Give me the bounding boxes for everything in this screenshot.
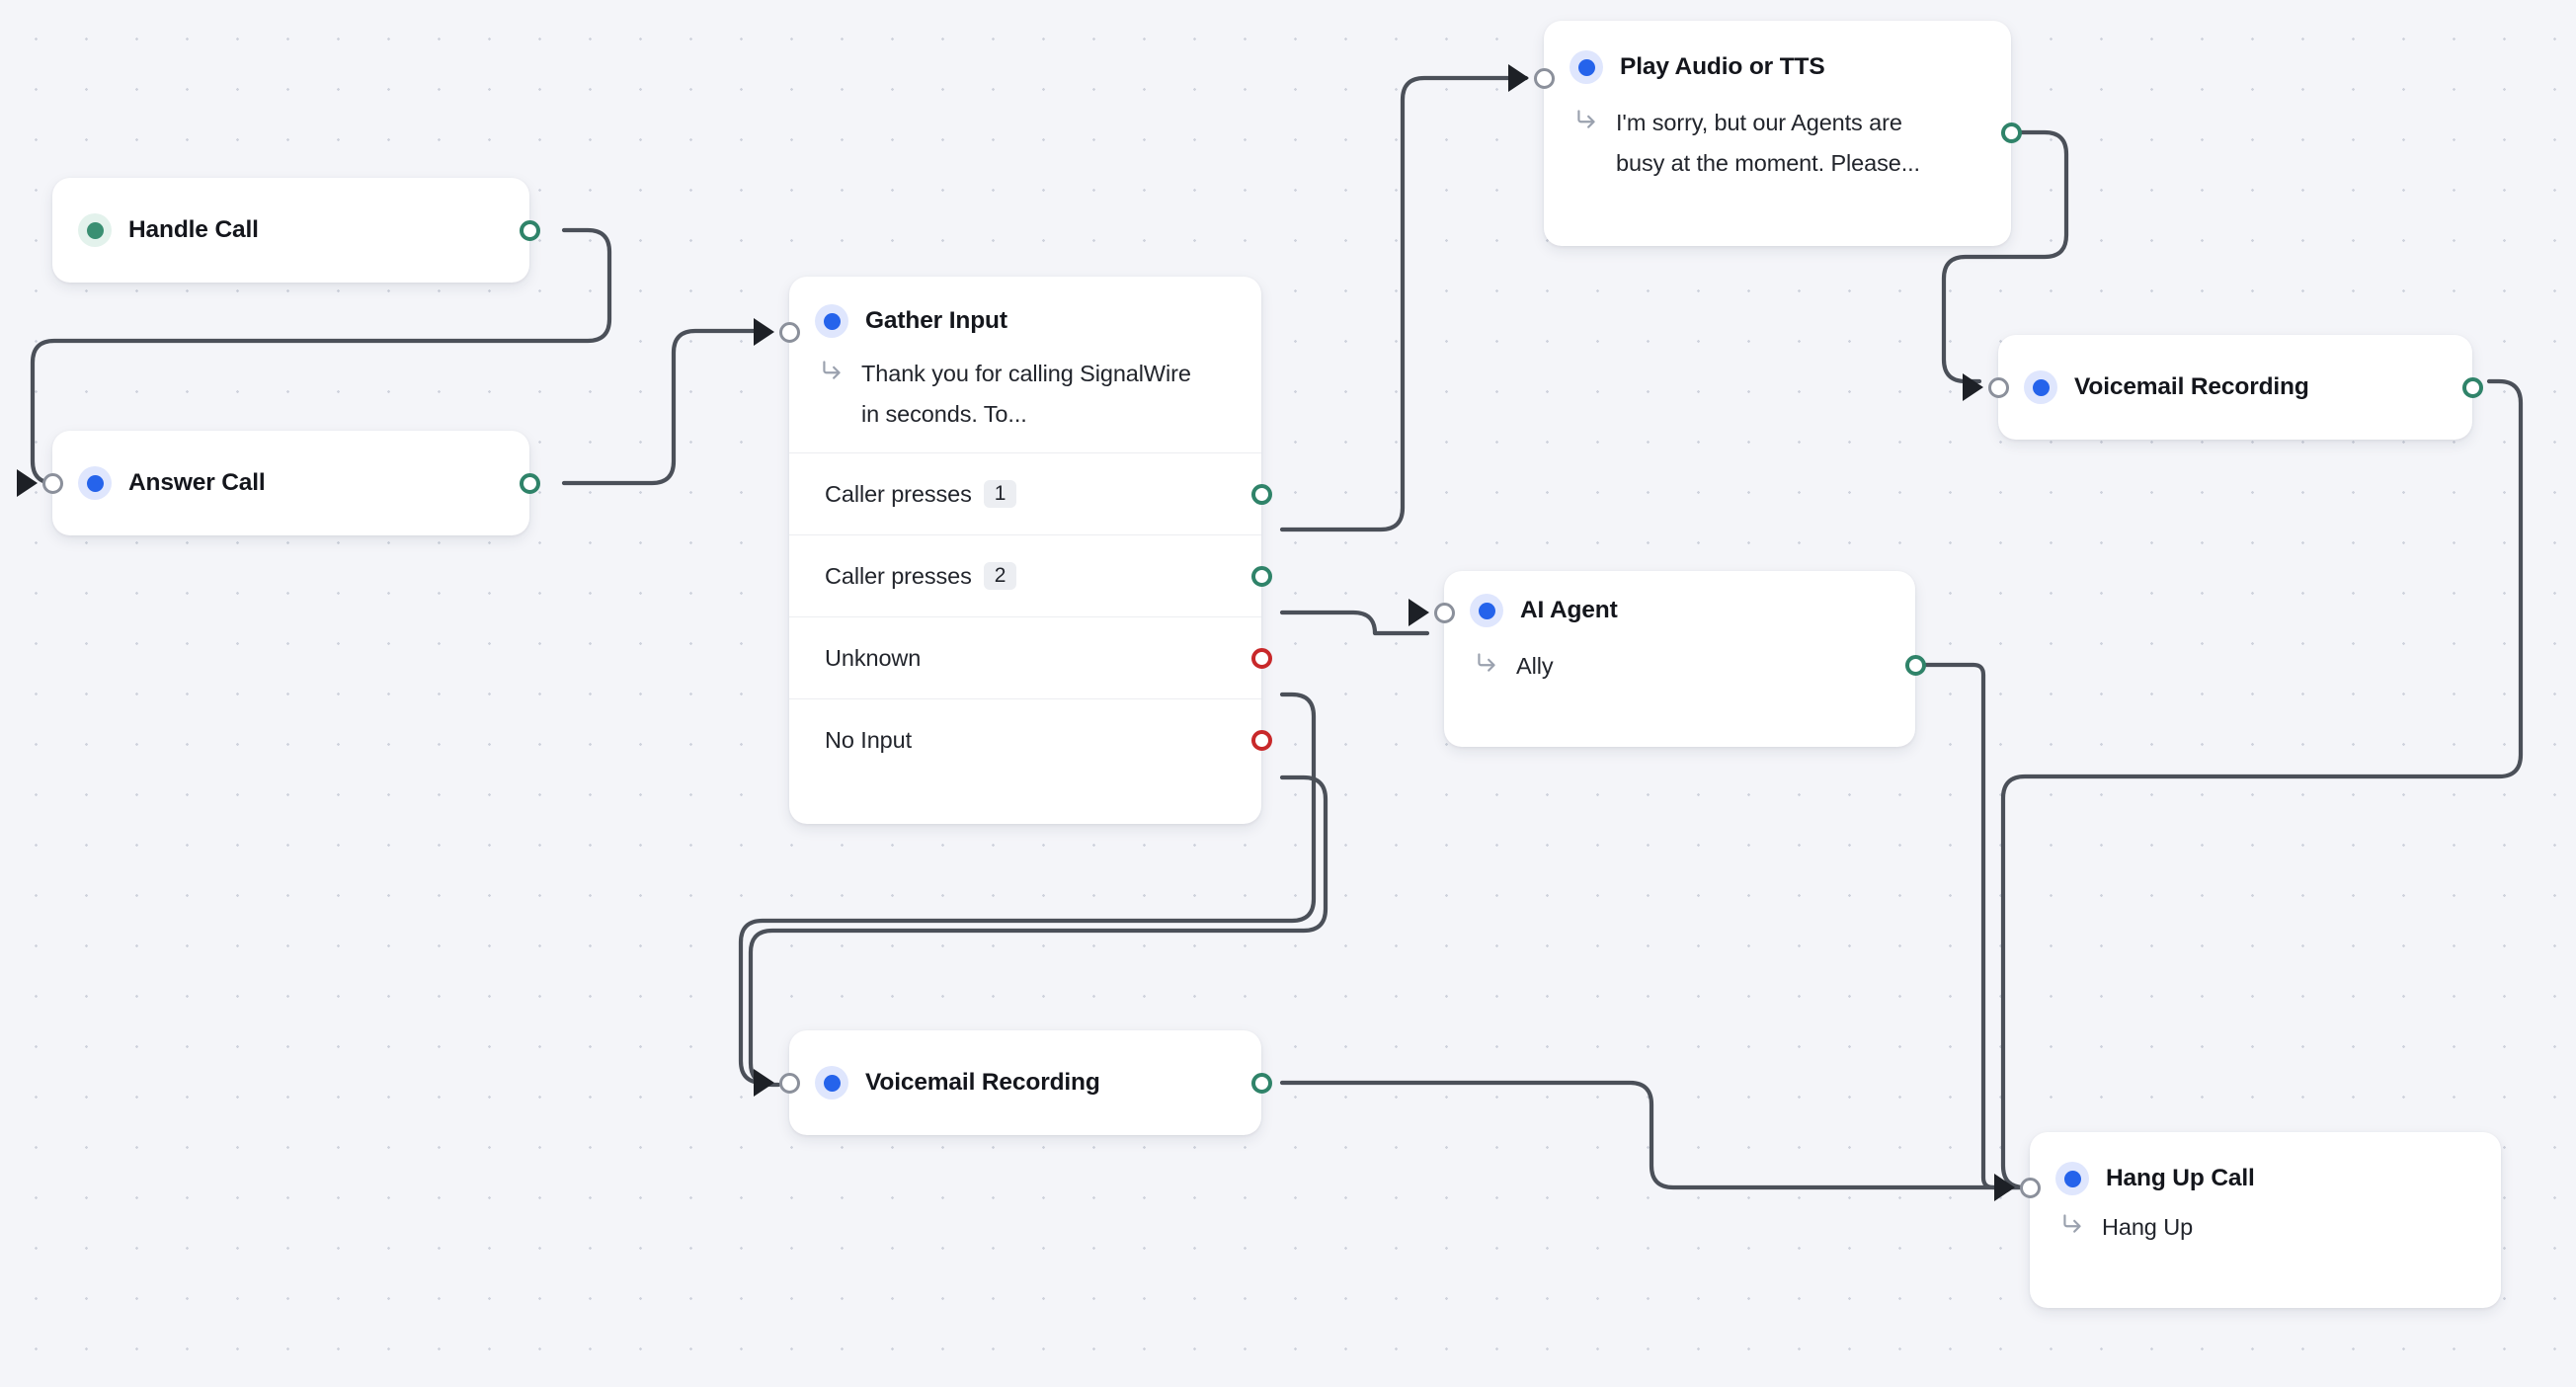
output-handle[interactable] — [1250, 648, 1272, 669]
node-header: Play Audio or TTS — [1544, 21, 2011, 94]
node-header: Hang Up Call — [2030, 1132, 2501, 1197]
input-arrow-icon — [1963, 373, 1983, 401]
output-handle[interactable] — [519, 219, 540, 241]
node-title: Answer Call — [128, 469, 266, 496]
node-title: Handle Call — [128, 216, 259, 243]
node-header: Gather Input — [789, 277, 1261, 348]
node-ai-agent[interactable]: AI Agent Ally — [1409, 571, 1926, 747]
edge-ai-agent-to-hang-up — [1913, 662, 2024, 1190]
output-row-caller-presses-2[interactable]: Caller presses 2 — [789, 534, 1272, 616]
input-handle[interactable] — [1433, 602, 1455, 623]
node-play-audio-or-tts[interactable]: Play Audio or TTS I'm sorry, but our Age… — [1508, 21, 2022, 246]
edge-presses-1-to-play-audio — [1279, 75, 1529, 532]
subtitle-arrow-icon — [1478, 653, 1495, 672]
node-gather-input[interactable]: Gather Input Thank you for calling Signa… — [754, 277, 1272, 824]
node-voicemail-recording-bottom[interactable]: Voicemail Recording — [754, 1030, 1272, 1135]
node-voicemail-recording-right[interactable]: Voicemail Recording — [1963, 335, 2483, 440]
input-handle[interactable] — [1533, 67, 1555, 89]
input-arrow-icon — [1508, 64, 1529, 92]
node-title: Hang Up Call — [2106, 1165, 2255, 1191]
status-dot-icon — [2024, 370, 2057, 404]
node-subtitle: Hang Up — [2102, 1214, 2194, 1240]
node-title: Gather Input — [865, 307, 1007, 334]
status-dot-icon — [815, 1066, 848, 1100]
subtitle-arrow-icon — [1577, 110, 1595, 128]
status-dot-icon — [815, 304, 848, 338]
node-subtitle: I'm sorry, but our Agents are busy at th… — [1616, 110, 1920, 176]
status-dot-icon — [1570, 50, 1603, 84]
node-title: Voicemail Recording — [865, 1069, 1100, 1096]
output-handle[interactable] — [1250, 484, 1272, 505]
status-dot-icon — [78, 466, 112, 500]
node-header: Voicemail Recording — [789, 1030, 1261, 1135]
output-row-caller-presses-1[interactable]: Caller presses 1 — [789, 452, 1272, 534]
output-handle[interactable] — [1250, 566, 1272, 587]
node-header: Handle Call — [52, 178, 529, 283]
node-subtitle-row: Hang Up — [2030, 1207, 2501, 1248]
node-header: AI Agent — [1444, 571, 1915, 636]
node-header: Answer Call — [52, 431, 529, 535]
output-handle[interactable] — [2000, 122, 2022, 143]
node-title: AI Agent — [1520, 597, 1618, 623]
output-handle[interactable] — [1250, 1072, 1272, 1094]
node-header: Voicemail Recording — [1998, 335, 2472, 440]
node-title: Voicemail Recording — [2074, 373, 2309, 400]
input-arrow-icon — [17, 469, 38, 497]
input-handle[interactable] — [778, 321, 800, 343]
input-handle[interactable] — [778, 1072, 800, 1094]
output-row-label: No Input — [825, 726, 913, 753]
output-row-badge: 1 — [983, 480, 1017, 508]
node-subtitle: Thank you for calling SignalWire in seco… — [861, 361, 1191, 427]
output-row-label: Caller presses — [825, 480, 972, 507]
output-rows: Caller presses 1 Caller presses 2 Unknow… — [789, 452, 1272, 780]
node-answer-call[interactable]: Answer Call — [17, 431, 540, 535]
node-title: Play Audio or TTS — [1620, 53, 1825, 80]
node-subtitle-row: Thank you for calling SignalWire in seco… — [789, 354, 1261, 435]
edge-presses-2-to-ai-agent — [1279, 610, 1430, 636]
edge-answer-call-to-gather-input — [561, 328, 771, 486]
node-handle-call[interactable]: Handle Call — [52, 178, 540, 283]
status-dot-icon — [78, 213, 112, 247]
status-dot-icon — [2055, 1162, 2089, 1195]
output-row-no-input[interactable]: No Input — [789, 698, 1272, 780]
output-row-badge: 2 — [983, 562, 1017, 590]
node-hang-up-call[interactable]: Hang Up Call Hang Up — [1994, 1132, 2501, 1308]
output-handle[interactable] — [1904, 654, 1926, 676]
input-handle[interactable] — [41, 472, 63, 494]
output-handle[interactable] — [519, 472, 540, 494]
output-row-unknown[interactable]: Unknown — [789, 616, 1272, 698]
input-arrow-icon — [1994, 1174, 2015, 1201]
input-arrow-icon — [754, 318, 774, 346]
input-arrow-icon — [1409, 599, 1429, 626]
output-handle[interactable] — [1250, 730, 1272, 751]
subtitle-arrow-icon — [823, 361, 841, 379]
node-subtitle: Ally — [1516, 653, 1554, 679]
status-dot-icon — [1470, 594, 1503, 627]
edge-voicemail-right-to-hang-up — [2000, 378, 2524, 1190]
input-handle[interactable] — [2019, 1177, 2041, 1198]
node-subtitle-row: Ally — [1444, 646, 1915, 687]
edge-voicemail-bottom-to-hang-up — [1279, 1080, 2024, 1190]
output-row-label: Caller presses — [825, 562, 972, 589]
subtitle-arrow-icon — [2063, 1214, 2081, 1233]
input-handle[interactable] — [1987, 376, 2009, 398]
input-arrow-icon — [754, 1069, 774, 1097]
node-subtitle-row: I'm sorry, but our Agents are busy at th… — [1544, 103, 2011, 184]
output-handle[interactable] — [2461, 376, 2483, 398]
output-row-label: Unknown — [825, 644, 922, 671]
